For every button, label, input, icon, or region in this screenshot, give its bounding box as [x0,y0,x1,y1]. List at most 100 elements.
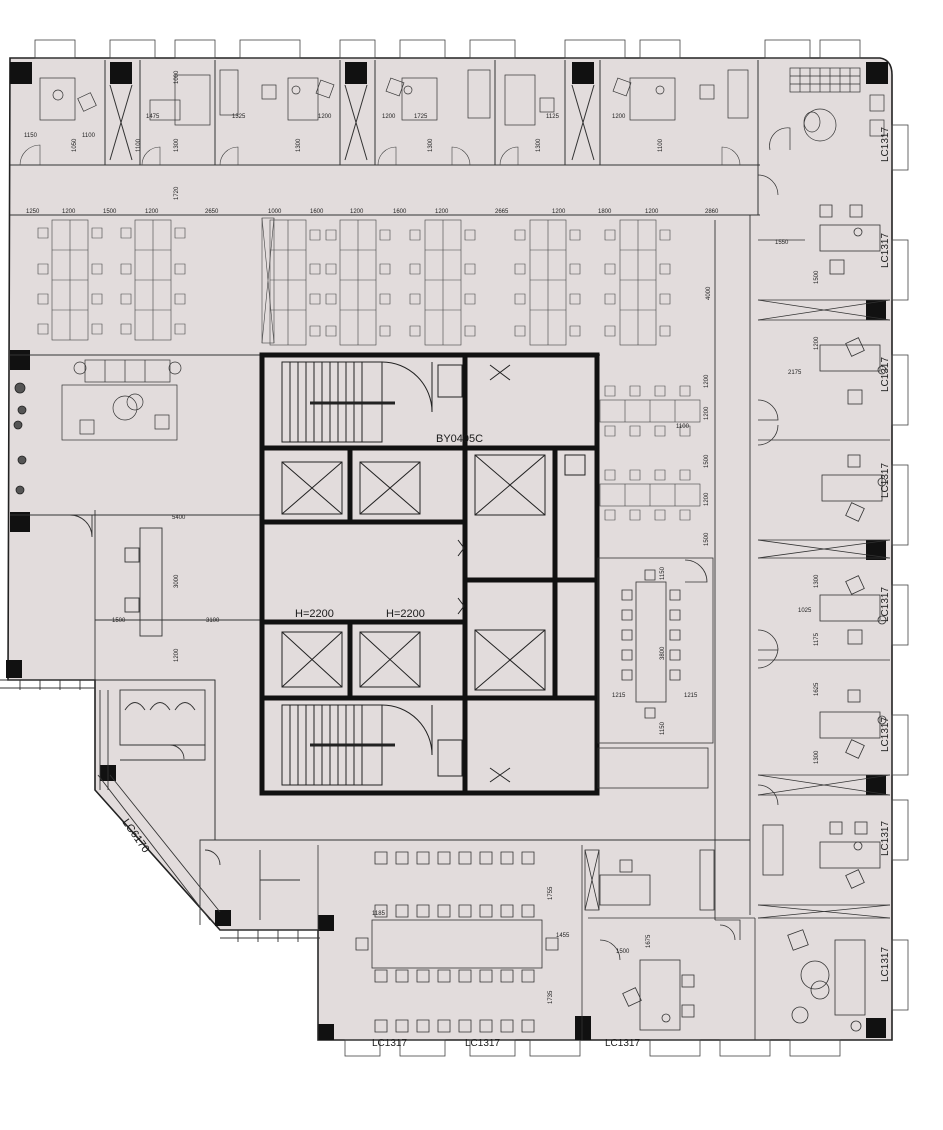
angled-window [0,679,320,942]
dimension-office-8: 1200 [612,114,626,120]
dimension-office-1: 1100 [82,133,96,139]
dimension-misc-29: 1735 [548,990,554,1004]
label-lc1317-bottom-1: LC1317 [372,1038,407,1049]
dimension-labels: 1250 1200 1500 1200 2650 1000 1600 1200 1600 1200… [24,70,820,1004]
dimension-office-17: 1720 [174,186,180,200]
label-lc1317-right-5: LC1317 [880,717,891,752]
dimension-top-10: 2665 [495,209,509,215]
dimension-misc-10: 1025 [798,608,812,614]
dimension-misc-14: 1300 [814,574,820,588]
dimension-top-0: 1250 [26,209,40,215]
reception-furniture [757,67,885,196]
dimension-top-13: 1200 [645,209,659,215]
dimension-misc-15: 1200 [704,374,710,388]
dimension-misc-12: 1625 [814,682,820,696]
dimension-misc-6: 1550 [775,240,789,246]
dimension-misc-26: 1185 [372,911,386,917]
dimension-misc-31: 1675 [646,934,652,948]
dimension-office-12: 1300 [428,138,434,152]
label-elev-h-left: H=2200 [295,608,334,620]
right-offices [757,204,891,919]
plants [13,382,27,495]
dimension-office-13: 1300 [536,138,542,152]
dimension-top-5: 1000 [268,209,282,215]
dimension-top-3: 1200 [145,209,159,215]
dimension-misc-16: 1100 [676,424,690,430]
dimension-office-14: 1100 [658,138,664,152]
dimension-office-15: 1000 [174,70,180,84]
label-lc1317-bottom-2: LC1317 [465,1038,500,1049]
meeting-room-mid [597,557,714,789]
label-lc1317-right-4: LC1317 [880,587,891,622]
label-lc1317-right-7: LC1317 [880,947,891,982]
label-lc1317-right-3: LC1317 [880,463,891,498]
core-walls [259,352,600,796]
dimension-office-9: 1050 [72,138,78,152]
dimension-office-10: 1100 [136,138,142,152]
restroom-block [95,679,300,925]
window-frames-right [891,124,909,1011]
dimension-top-7: 1200 [350,209,364,215]
bottom-rooms [317,845,866,1040]
label-lc1317-right-1: LC1317 [880,233,891,268]
left-lounge [61,359,182,441]
dimension-top-4: 2650 [205,209,219,215]
top-office-furniture [39,69,749,126]
dimension-misc-25: 1150 [660,721,666,735]
dimension-office-3: 1325 [232,114,246,120]
dimension-misc-8: 2175 [788,370,802,376]
dimension-top-2: 1500 [103,209,117,215]
dimension-top-8: 1600 [393,209,407,215]
dimension-misc-28: 1755 [548,886,554,900]
dimension-office-0: 1150 [24,133,38,139]
dimension-top-6: 1600 [310,209,324,215]
dimension-office-4: 1200 [318,114,332,120]
top-office-doors [19,144,741,166]
dimension-top-9: 1200 [435,209,449,215]
dimension-misc-17: 1200 [704,406,710,420]
workstations-center [261,217,671,346]
dimension-office-16: 1300 [174,138,180,152]
outer-walls [7,57,893,1041]
dimension-misc-22: 3800 [660,646,666,660]
dimension-misc-9: 1200 [814,336,820,350]
label-lc1317-top-right: LC1317 [880,127,891,162]
dimension-misc-30: 1500 [616,949,630,955]
dimension-top-12: 1800 [598,209,612,215]
dimension-office-11: 1300 [296,138,302,152]
dimension-misc-1: 3100 [206,618,220,624]
dimension-misc-13: 1300 [814,750,820,764]
dimension-misc-11: 1175 [814,632,820,646]
window-frames-top [34,39,861,59]
dimension-top-14: 2860 [705,209,719,215]
dimension-office-7: 1125 [546,114,560,120]
dimension-office-6: 1725 [414,114,428,120]
dimension-misc-3: 3000 [174,574,180,588]
dimension-office-2: 1475 [146,114,160,120]
label-lc1317-bottom-3: LC1317 [605,1038,640,1049]
label-lc1317-right-6: LC1317 [880,821,891,856]
label-elev-h-right: H=2200 [386,608,425,620]
dimension-office-5: 1200 [382,114,396,120]
dimension-misc-2: 1500 [112,618,126,624]
dimension-top-1: 1200 [62,209,76,215]
floor-area [8,58,892,1040]
left-lower-walls [10,510,260,680]
core-inner [281,361,586,786]
dimension-misc-21: 1150 [660,566,666,580]
workstations-left [37,219,186,341]
top-office-walls [10,60,760,215]
dimension-misc-0: 5400 [172,515,186,521]
dimension-misc-19: 1200 [704,492,710,506]
window-frames-bottom [344,1039,841,1057]
dimension-misc-18: 1500 [704,454,710,468]
right-open-office [599,385,701,521]
dimension-misc-4: 1200 [174,648,180,662]
label-by0405c: BY0405C [436,433,483,445]
dimension-misc-20: 1500 [704,532,710,546]
dimension-misc-7: 1500 [814,270,820,284]
dimension-misc-5: 4000 [706,286,712,300]
dimension-misc-23: 1215 [612,693,626,699]
dimension-misc-27: 1455 [556,933,570,939]
